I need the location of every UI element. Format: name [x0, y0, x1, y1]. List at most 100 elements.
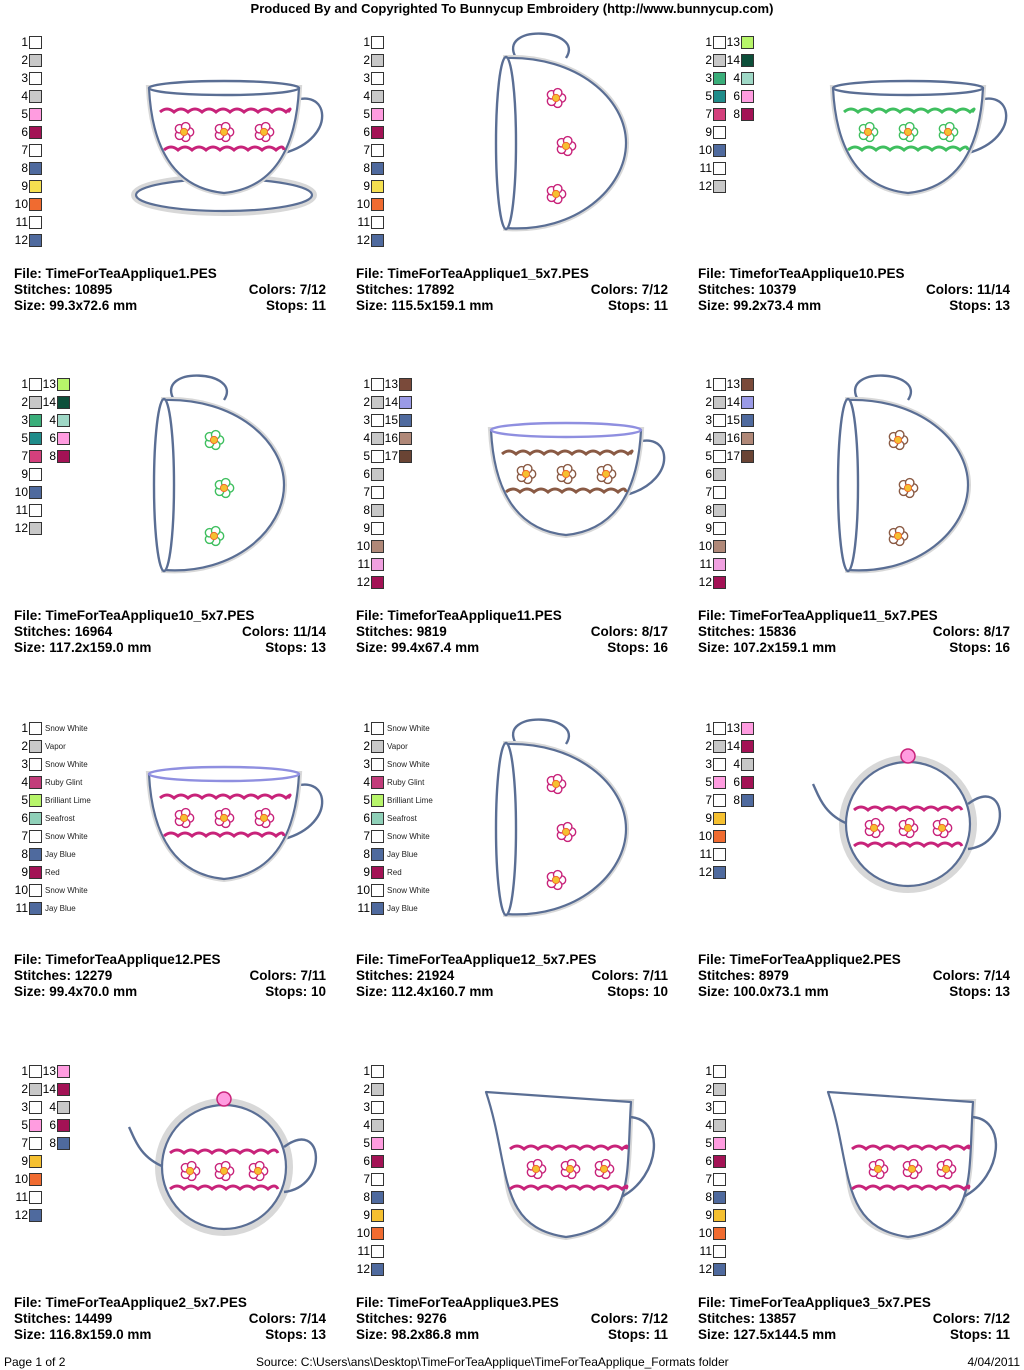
swatch-row: 7	[698, 484, 808, 502]
swatch-row: 12	[356, 1261, 466, 1279]
design-preview	[124, 370, 334, 585]
color-swatch	[371, 1101, 384, 1114]
flower-center	[219, 127, 229, 137]
color-swatch	[29, 36, 42, 49]
flower-center	[561, 141, 571, 151]
info-row: File: TimeforTeaApplique10.PES	[698, 266, 1010, 282]
color-swatch	[57, 414, 70, 427]
info-row: File: TimeForTeaApplique1_5x7.PES	[356, 266, 668, 282]
color-swatch	[741, 54, 754, 67]
swatch-number: 11	[699, 1244, 712, 1258]
swatch-number: 6	[363, 467, 370, 481]
color-swatch	[29, 758, 42, 771]
swatch-number: 3	[363, 1100, 370, 1114]
info-colors: Colors: 7/14	[932, 968, 1010, 983]
swatch-thread-name: Snow White	[45, 724, 88, 733]
swatch-number: 9	[363, 521, 370, 535]
color-swatch	[29, 1137, 42, 1150]
flower-center	[863, 127, 873, 137]
color-swatch	[371, 558, 384, 571]
swatch-number: 9	[705, 521, 712, 535]
info-colors: Colors: 8/17	[590, 624, 668, 639]
swatch-row: 5	[356, 106, 466, 124]
info-size: Size: 99.4x70.0 mm	[14, 984, 138, 999]
swatch-number: 14	[42, 395, 56, 409]
color-swatch	[371, 522, 384, 535]
info-stops: Stops: 16	[607, 640, 668, 655]
color-swatch	[57, 450, 70, 463]
color-swatch	[371, 794, 384, 807]
swatch-number: 5	[21, 1118, 28, 1132]
source-path: Source: C:\Users\ans\Desktop\TimeForTeaA…	[256, 1355, 729, 1369]
color-swatch	[713, 126, 726, 139]
color-swatch	[713, 866, 726, 879]
color-swatch	[371, 722, 384, 735]
flower-center	[907, 1164, 917, 1174]
info-row: File: TimeForTeaApplique11_5x7.PES	[698, 608, 1010, 624]
swatch-number: 4	[705, 431, 712, 445]
swatch-row: 10	[14, 196, 124, 214]
swatch-number: 14	[726, 395, 740, 409]
color-swatch	[741, 794, 754, 807]
swatch-number: 12	[698, 179, 712, 193]
color-swatch	[29, 740, 42, 753]
color-swatch	[29, 776, 42, 789]
cup-rim	[831, 79, 985, 97]
color-swatch	[399, 396, 412, 409]
swatch-row: 11	[698, 160, 808, 178]
swatch-number: 11	[15, 215, 28, 229]
info-stops: Stops: 13	[949, 984, 1010, 999]
swatch-thread-name: Jay Blue	[387, 850, 418, 859]
swatch-number: 9	[21, 1154, 28, 1168]
color-swatch	[713, 1101, 726, 1114]
design-illustration	[145, 765, 324, 883]
swatch-number: 10	[698, 1226, 712, 1240]
swatch-number: 12	[356, 233, 370, 247]
pitcher-handle	[962, 1115, 997, 1199]
swatch-number: 3	[705, 71, 712, 85]
info-stops: Stops: 13	[265, 640, 326, 655]
swatch-number: 2	[21, 395, 28, 409]
swatch-row: 11	[14, 502, 124, 520]
color-swatch	[371, 776, 384, 789]
swatch-number: 7	[21, 143, 28, 157]
swatch-row: 8	[356, 502, 466, 520]
color-swatch	[371, 740, 384, 753]
swatch-number: 2	[363, 53, 370, 67]
swatch-number: 3	[363, 757, 370, 771]
color-swatch	[713, 180, 726, 193]
swatch-number: 7	[363, 1172, 370, 1186]
swatch-row: 9	[356, 520, 466, 538]
color-swatch	[713, 758, 726, 771]
cup-rim	[152, 397, 176, 573]
swatch-number: 6	[21, 125, 28, 139]
swatch-number: 6	[705, 467, 712, 481]
color-swatch	[713, 468, 726, 481]
swatch-thread-name: Ruby Glint	[45, 778, 83, 787]
color-swatch	[713, 722, 726, 735]
swatch-number: 5	[705, 1136, 712, 1150]
color-swatch	[29, 1191, 42, 1204]
swatch-row: 3	[14, 70, 124, 88]
swatch-row: 5	[356, 1135, 466, 1153]
